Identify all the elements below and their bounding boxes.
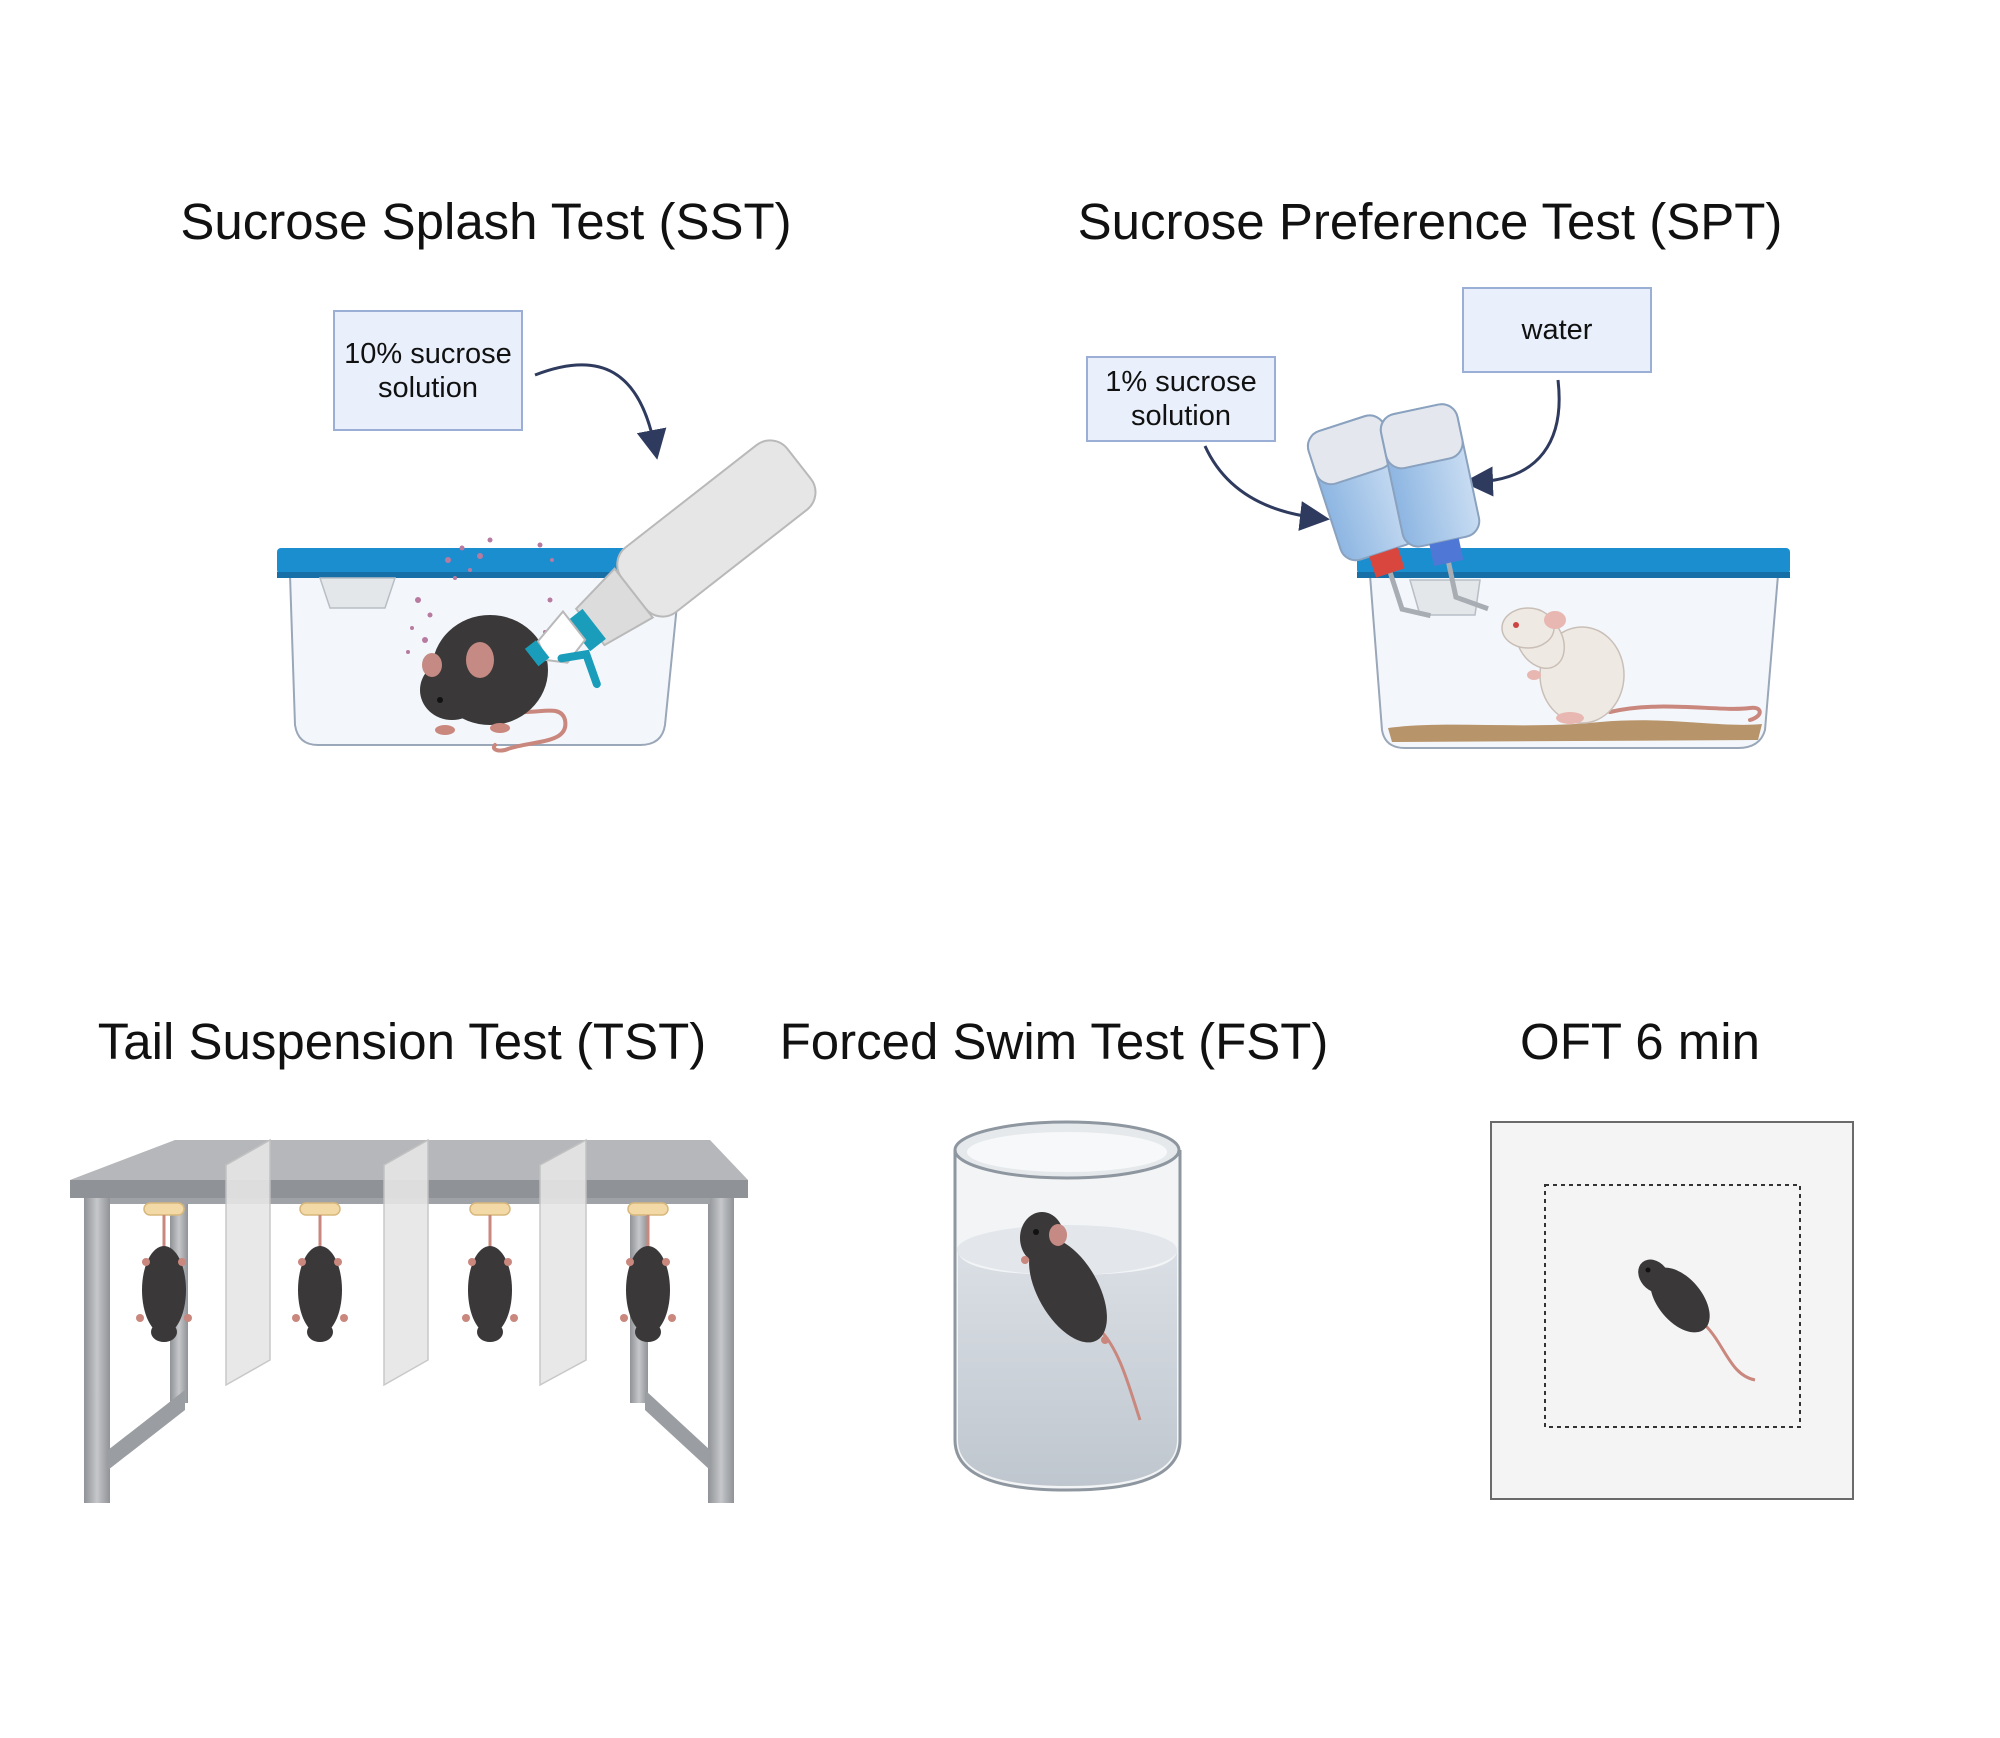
oft-center-zone xyxy=(1544,1184,1801,1428)
sst-sucrose-label: 10% sucrose solution xyxy=(333,310,523,431)
tst-illustration xyxy=(70,1138,748,1503)
spt-sucrose-label: 1% sucrose solution xyxy=(1086,356,1276,442)
tst-mouse xyxy=(626,1215,670,1342)
oft-title: OFT 6 min xyxy=(1520,1013,1760,1070)
sst-mouse xyxy=(420,615,568,753)
tst-table-leg xyxy=(708,1198,734,1503)
tst-divider xyxy=(383,1138,429,1387)
sst-arrow xyxy=(534,363,667,460)
spt-title: Sucrose Preference Test (SPT) xyxy=(1077,193,1783,250)
oft-illustration xyxy=(1490,1121,1854,1500)
spt-mouse xyxy=(1501,607,1762,724)
sst-title: Sucrose Splash Test (SST) xyxy=(180,193,792,250)
spt-water-label: water xyxy=(1462,287,1652,373)
tst-divider xyxy=(225,1138,271,1387)
spt-bedding xyxy=(1388,720,1762,742)
tst-mouse xyxy=(468,1215,512,1342)
sst-spray-bottle xyxy=(524,439,817,689)
sst-cage-lid xyxy=(277,548,695,574)
fst-mouse xyxy=(1020,1212,1142,1421)
tst-mouse xyxy=(142,1215,186,1342)
tst-title: Tail Suspension Test (TST) xyxy=(97,1013,707,1070)
tst-mouse xyxy=(298,1215,342,1342)
spt-arrow-sucrose xyxy=(1203,445,1330,531)
oft-mouse xyxy=(1638,1259,1756,1382)
spt-bottle-water xyxy=(1379,403,1489,612)
spt-arrow-water xyxy=(1463,379,1561,497)
tst-divider xyxy=(539,1138,587,1387)
spt-cage-lid xyxy=(1357,548,1790,574)
tst-table-leg xyxy=(84,1198,110,1503)
fst-title: Forced Swim Test (FST) xyxy=(779,1013,1329,1070)
fst-illustration xyxy=(953,1120,1182,1492)
sst-illustration xyxy=(277,363,817,753)
fst-water xyxy=(958,1250,1177,1486)
spt-illustration xyxy=(1203,379,1790,749)
